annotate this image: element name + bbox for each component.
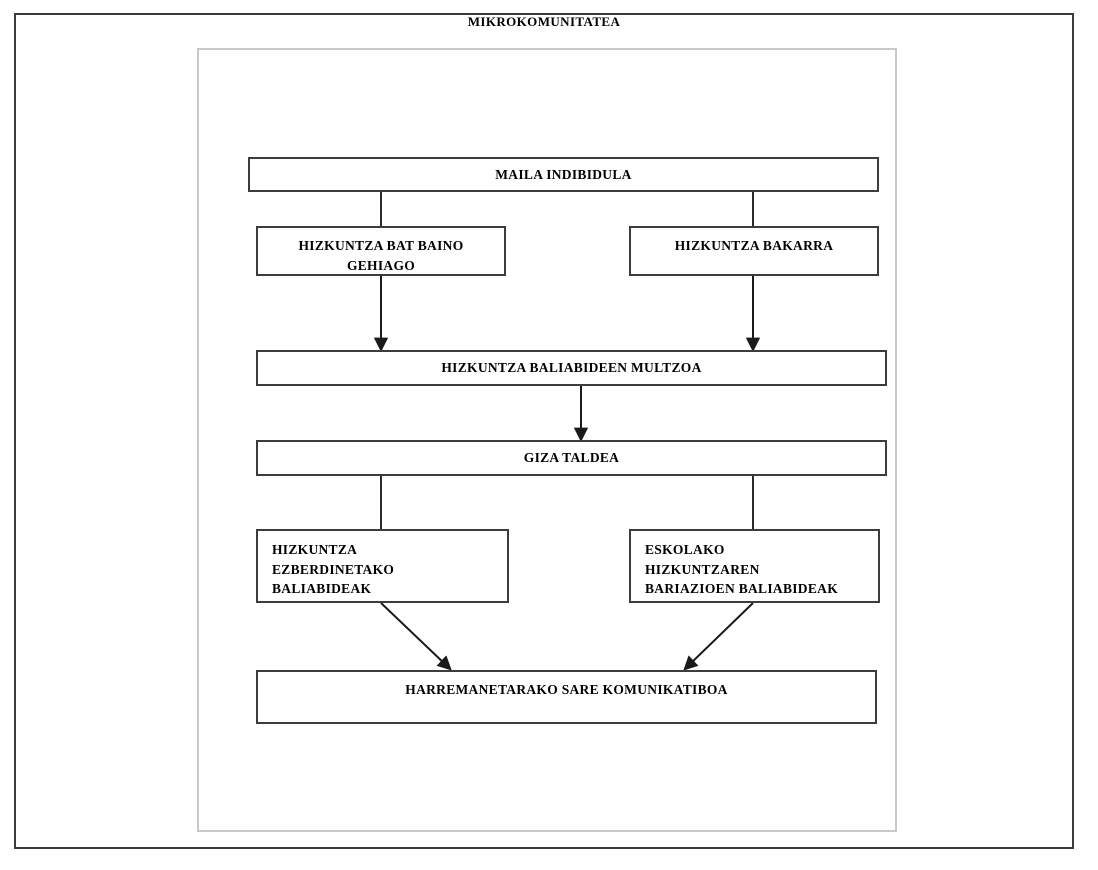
node-hizkuntza-ezberdinetako-baliabideak[interactable]: HIZKUNTZA EZBERDINETAKO BALIABIDEAK	[256, 529, 509, 603]
node-hizkuntza-baliabideen-multzoa[interactable]: HIZKUNTZA BALIABIDEEN MULTZOA	[256, 350, 887, 386]
node-label: HIZKUNTZA BAT BAINO GEHIAGO	[298, 238, 464, 273]
page-title: MIKROKOMUNITATEA	[467, 14, 621, 29]
node-harremanetarako-sare-komunikatiboa[interactable]: HARREMANETARAKO SARE KOMUNIKATIBOA	[256, 670, 877, 724]
connector-giza-to-eskolako	[752, 475, 754, 530]
node-hizkuntza-bakarra[interactable]: HIZKUNTZA BAKARRA	[629, 226, 879, 276]
node-label: HIZKUNTZA BALIABIDEEN MULTZOA	[441, 360, 702, 376]
node-label: HIZKUNTZA BAKARRA	[674, 238, 834, 253]
node-label: MAILA INDIBIDULA	[495, 166, 632, 182]
connector-giza-to-ezberdinetako	[380, 475, 382, 530]
node-giza-taldea[interactable]: GIZA TALDEA	[256, 440, 887, 476]
node-label: GIZA TALDEA	[523, 450, 620, 466]
node-maila-indibidula[interactable]: MAILA INDIBIDULA	[248, 157, 879, 192]
connector-maila-to-bakarra	[752, 191, 754, 227]
node-eskolako-hizkuntzaren-bariazioen-baliabideak[interactable]: ESKOLAKO HIZKUNTZAREN BARIAZIOEN BALIABI…	[629, 529, 880, 603]
node-label: ESKOLAKO HIZKUNTZAREN BARIAZIOEN BALIABI…	[645, 542, 839, 597]
node-label: HARREMANETARAKO SARE KOMUNIKATIBOA	[405, 682, 728, 697]
node-label: HIZKUNTZA EZBERDINETAKO BALIABIDEAK	[272, 542, 395, 597]
connector-maila-to-gehiago	[380, 191, 382, 227]
node-hizkuntza-bat-baino-gehiago[interactable]: HIZKUNTZA BAT BAINO GEHIAGO	[256, 226, 506, 276]
